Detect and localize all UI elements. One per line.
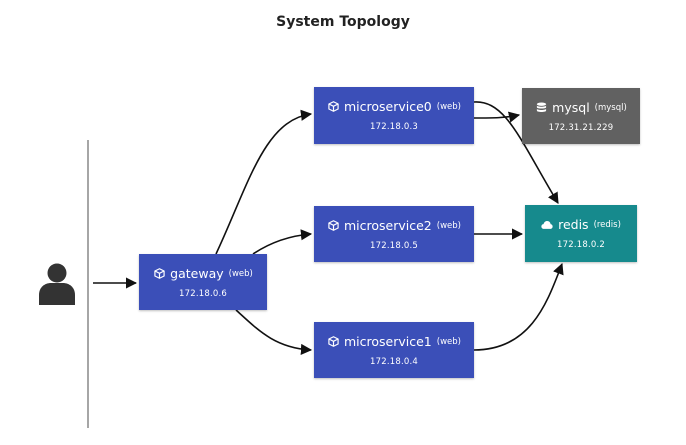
microservice2-node[interactable]: microservice2 (web) 172.18.0.5 (314, 206, 474, 262)
diagram-title: System Topology (276, 14, 410, 30)
node-ip: 172.18.0.6 (179, 289, 227, 299)
node-kind: (web) (436, 336, 461, 347)
edge-gateway-microservice1 (235, 309, 313, 356)
edge-microservice0-redis (473, 101, 559, 204)
node-ip: 172.18.0.2 (557, 240, 605, 250)
microservice1-node[interactable]: microservice1 (web) 172.18.0.4 (314, 322, 474, 378)
edge-gateway-microservice0 (215, 109, 313, 255)
edge-gateway-microservice2 (252, 229, 313, 255)
node-ip: 172.18.0.5 (370, 241, 418, 251)
node-ip: 172.18.0.3 (370, 122, 418, 132)
microservice0-node[interactable]: microservice0 (web) 172.18.0.3 (314, 87, 474, 144)
gateway-node[interactable]: gateway (web) 172.18.0.6 (139, 254, 267, 310)
user-icon (39, 263, 75, 305)
cube-icon (327, 336, 339, 348)
edge-microservice0-mysql (473, 111, 521, 123)
edge-microservice1-redis (473, 262, 564, 351)
node-kind: (redis) (593, 219, 621, 230)
node-ip: 172.31.21.229 (548, 123, 614, 133)
cube-icon (327, 101, 339, 113)
node-name: mysql (552, 100, 590, 115)
node-kind: (mysql) (594, 102, 627, 113)
node-ip: 172.18.0.4 (370, 357, 418, 367)
node-name: gateway (170, 266, 224, 281)
cloud-icon (541, 219, 553, 231)
cube-icon (327, 220, 339, 232)
redis-node[interactable]: redis (redis) 172.18.0.2 (525, 205, 637, 262)
database-icon (535, 102, 547, 114)
cube-icon (153, 268, 165, 280)
node-kind: (web) (436, 220, 461, 231)
node-name: microservice2 (344, 218, 432, 233)
node-name: microservice1 (344, 334, 432, 349)
node-kind: (web) (228, 268, 253, 279)
mysql-node[interactable]: mysql (mysql) 172.31.21.229 (522, 88, 640, 144)
node-name: microservice0 (344, 99, 432, 114)
node-name: redis (558, 217, 589, 232)
node-kind: (web) (436, 101, 461, 112)
